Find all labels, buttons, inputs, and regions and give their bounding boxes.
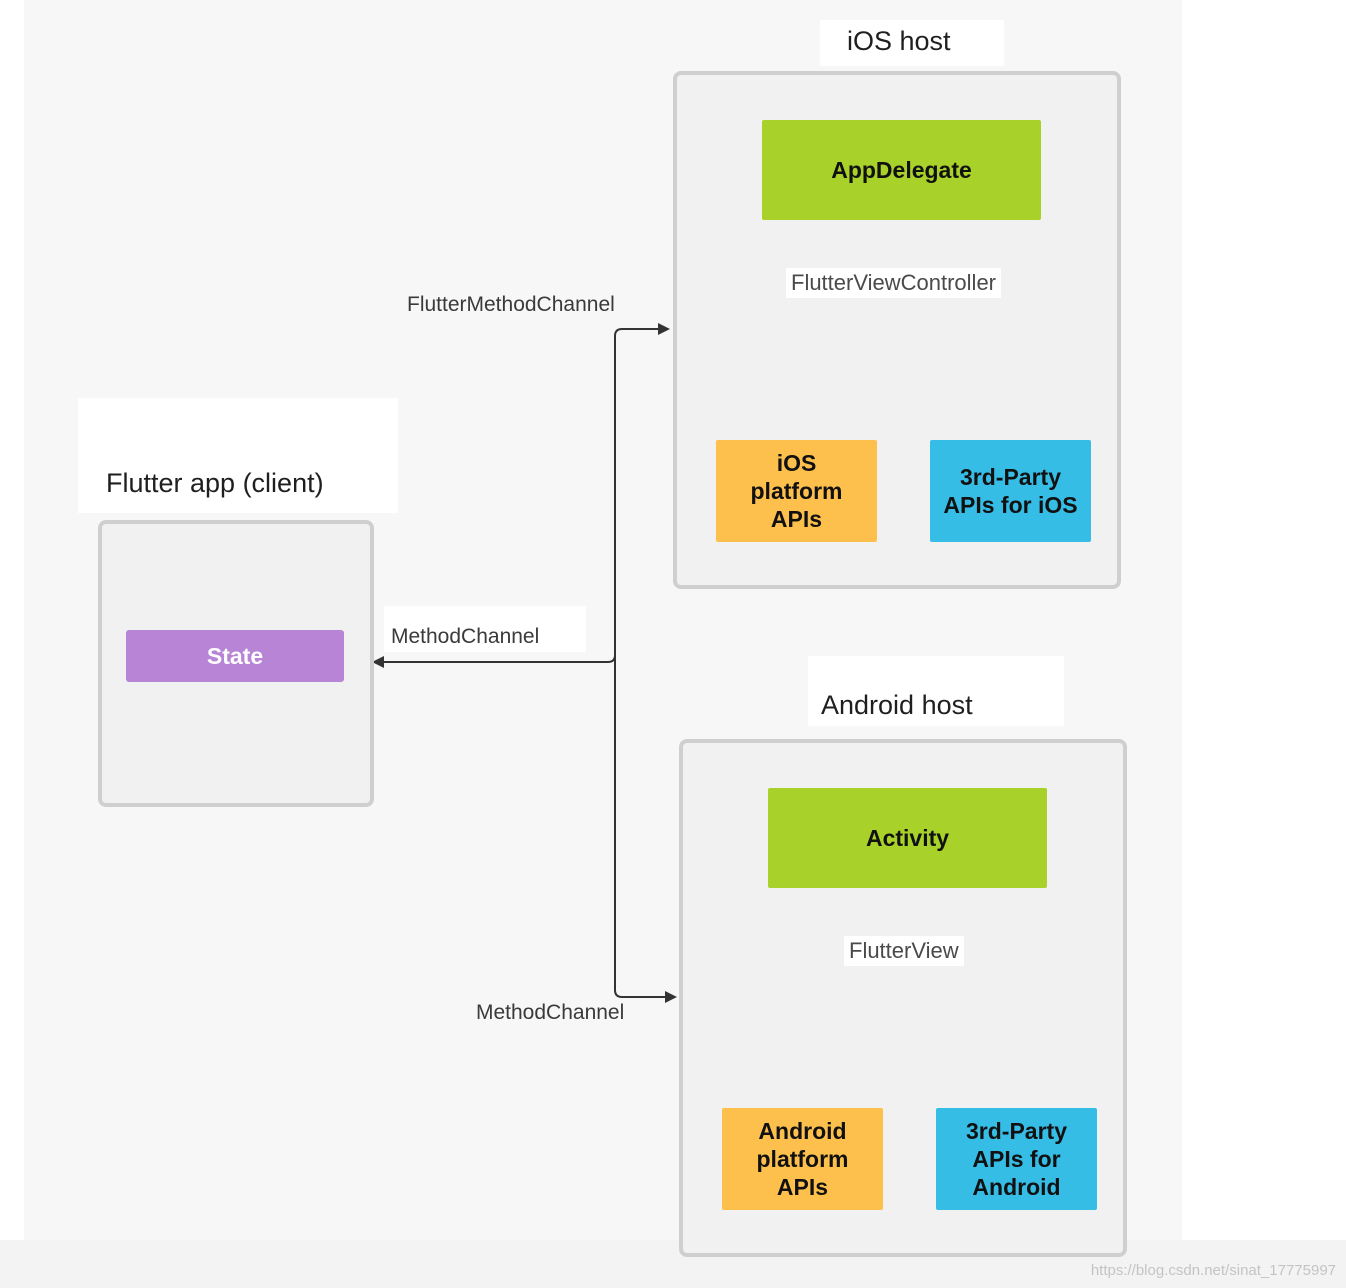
android-third-party-apis-label: 3rd-Party APIs for Android: [966, 1118, 1067, 1200]
ios-title-plate: [820, 20, 1004, 66]
flutter-app-title: Flutter app (client): [106, 468, 324, 498]
activity-node: Activity: [768, 788, 1047, 888]
channel-to-ios: [614, 323, 670, 655]
channel-to-android: [614, 669, 677, 1003]
ios-platform-apis-label: iOS platform APIs: [750, 450, 843, 532]
android-platform-apis-label: Android platform APIs: [756, 1118, 849, 1200]
flutter-view-controller-label: FlutterViewController: [786, 268, 1002, 298]
watermark-text: https://blog.csdn.net/sinat_17775997: [1090, 1262, 1336, 1279]
android-third-party-apis-node: 3rd-Party APIs for Android: [936, 1108, 1097, 1210]
ios-platform-apis-node: iOS platform APIs: [716, 440, 877, 542]
ios-third-party-apis-label: 3rd-Party APIs for iOS: [943, 464, 1078, 518]
app-delegate-node: AppDelegate: [762, 120, 1041, 220]
client-channel-plate: [384, 606, 586, 652]
android-method-channel-label: MethodChannel: [476, 1001, 625, 1024]
android-title-plate: [808, 656, 1064, 726]
client-title-plate: [78, 398, 398, 513]
android-platform-apis-node: Android platform APIs: [722, 1108, 883, 1210]
state-node: State: [126, 630, 344, 682]
flutter-view-label: FlutterView: [844, 936, 964, 966]
client-method-channel-label: MethodChannel: [391, 625, 540, 648]
ios-host-title: iOS host: [847, 26, 951, 56]
android-host-title: Android host: [821, 690, 973, 720]
flutter-method-channel-label: FlutterMethodChannel: [407, 293, 615, 316]
channel-to-client: [372, 654, 616, 668]
ios-third-party-apis-node: 3rd-Party APIs for iOS: [930, 440, 1091, 542]
